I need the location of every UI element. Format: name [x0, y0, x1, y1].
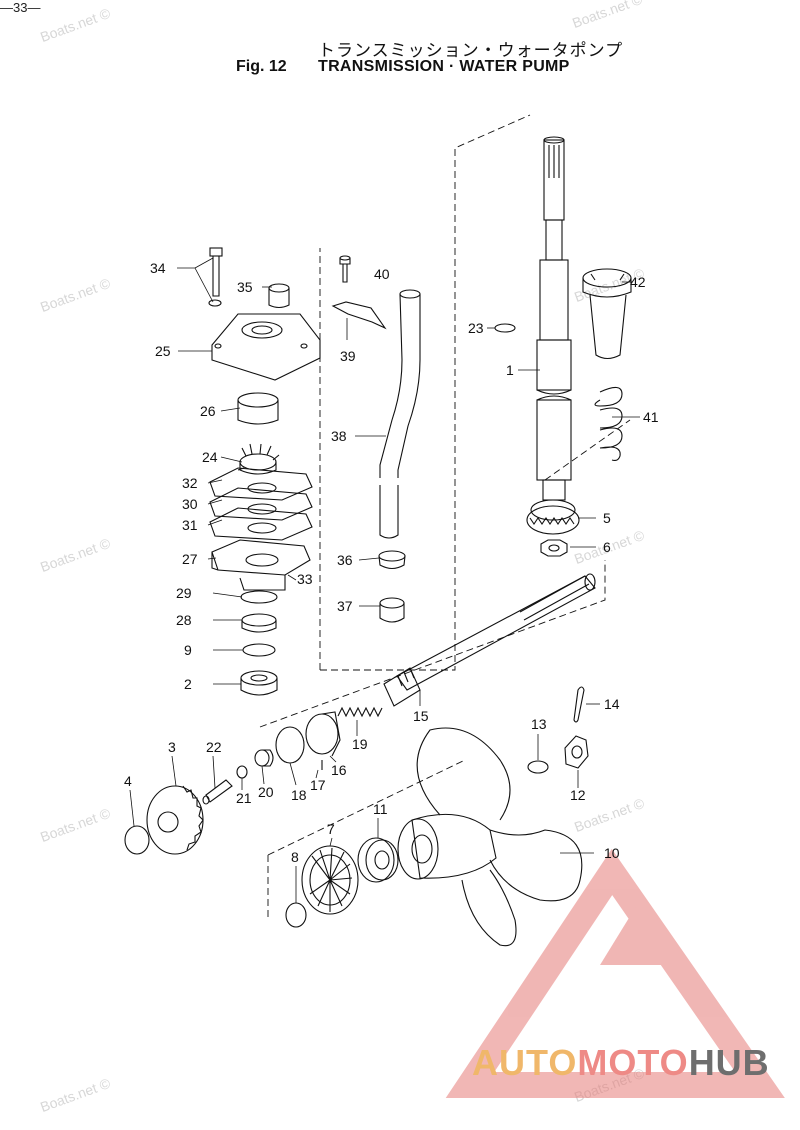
callout-30: 30: [182, 496, 198, 512]
pump-housing-bolt: [208, 247, 223, 307]
callout-9: 9: [184, 642, 192, 658]
leader-lines: [129, 257, 640, 903]
callout-23: 23: [468, 320, 484, 336]
figure-number: Fig. 12: [236, 58, 287, 75]
callout-33: 33: [297, 571, 313, 587]
clutch: [305, 711, 341, 770]
callout-42: 42: [630, 274, 646, 290]
drive-shaft: [536, 136, 572, 501]
shift-spring: [337, 706, 383, 718]
callout-31: 31: [182, 517, 198, 533]
bearing: [240, 670, 278, 696]
propeller-shaft: [383, 573, 596, 707]
callout-8: 8: [291, 849, 299, 865]
reverse-gear: [146, 785, 204, 855]
callout-27: 27: [182, 551, 198, 567]
callout-11: 11: [373, 801, 388, 817]
spring-ring: [275, 726, 305, 764]
spring: [594, 386, 623, 462]
callout-1: 1: [506, 362, 514, 378]
callout-26: 26: [200, 403, 216, 419]
assembly-guide-lines: [259, 114, 631, 920]
thrust-holder: [357, 837, 399, 883]
shim-8: [285, 902, 307, 928]
callout-38: 38: [331, 428, 347, 444]
water-pipe: [379, 289, 421, 539]
pinion-gear: [526, 499, 580, 535]
callout-37: 37: [337, 598, 353, 614]
callout-16: 16: [331, 762, 347, 778]
thrust-washer: [124, 825, 150, 855]
callout-numbers: 1234567891011121314151617181920212223242…: [124, 260, 659, 865]
title-english: TRANSMISSION · WATER PUMP: [318, 58, 570, 75]
callout-12: 12: [570, 787, 586, 803]
screw-and-washer: [331, 255, 387, 330]
shift-plunger: [254, 749, 274, 767]
logo-wordmark: AUTOMOTOHUB: [472, 1042, 770, 1083]
pump-cartridge: [211, 539, 311, 591]
callout-17: 17: [310, 777, 326, 793]
propeller: [397, 727, 583, 947]
callout-20: 20: [258, 784, 274, 800]
washer-13: [527, 760, 549, 774]
grommet: [378, 550, 406, 570]
callout-40: 40: [374, 266, 390, 282]
callout-5: 5: [603, 510, 611, 526]
callout-28: 28: [176, 612, 192, 628]
callout-36: 36: [337, 552, 353, 568]
callout-3: 3: [168, 739, 176, 755]
callout-18: 18: [291, 787, 307, 803]
callout-24: 24: [202, 449, 218, 465]
callout-34: 34: [150, 260, 166, 276]
pump-housing: [211, 313, 321, 381]
forward-gear: [301, 845, 359, 915]
callout-6: 6: [603, 539, 611, 555]
cotter-pin: [573, 686, 585, 723]
ball: [236, 765, 248, 779]
title-japanese: トランスミッション・ウォータポンプ: [318, 41, 624, 61]
callout-41: 41: [643, 409, 659, 425]
callout-25: 25: [155, 343, 171, 359]
callout-21: 21: [236, 790, 252, 806]
callout-2: 2: [184, 676, 192, 692]
page-number: —33—: [0, 0, 41, 15]
callout-4: 4: [124, 773, 132, 789]
callout-35: 35: [237, 279, 253, 295]
callout-15: 15: [413, 708, 429, 724]
callout-10: 10: [604, 845, 620, 861]
seal: [379, 597, 405, 623]
callout-29: 29: [176, 585, 192, 601]
callout-14: 14: [604, 696, 620, 712]
callout-13: 13: [531, 716, 547, 732]
shim: [242, 643, 276, 657]
gasket-plates: [209, 467, 313, 541]
nut: [540, 539, 568, 557]
pump-fitting: [268, 283, 290, 309]
o-ring: [240, 590, 278, 604]
oil-seal-housing: [241, 613, 277, 633]
callout-19: 19: [352, 736, 368, 752]
callout-7: 7: [327, 821, 335, 837]
woodruff-key: [494, 323, 516, 333]
pump-insert: [237, 392, 279, 425]
callout-32: 32: [182, 475, 198, 491]
shift-pin: [202, 779, 233, 805]
propeller-nut: [564, 735, 589, 769]
logo-mark: [445, 848, 785, 1098]
callout-39: 39: [340, 348, 356, 364]
callout-22: 22: [206, 739, 222, 755]
shaft-cap: [582, 268, 632, 360]
